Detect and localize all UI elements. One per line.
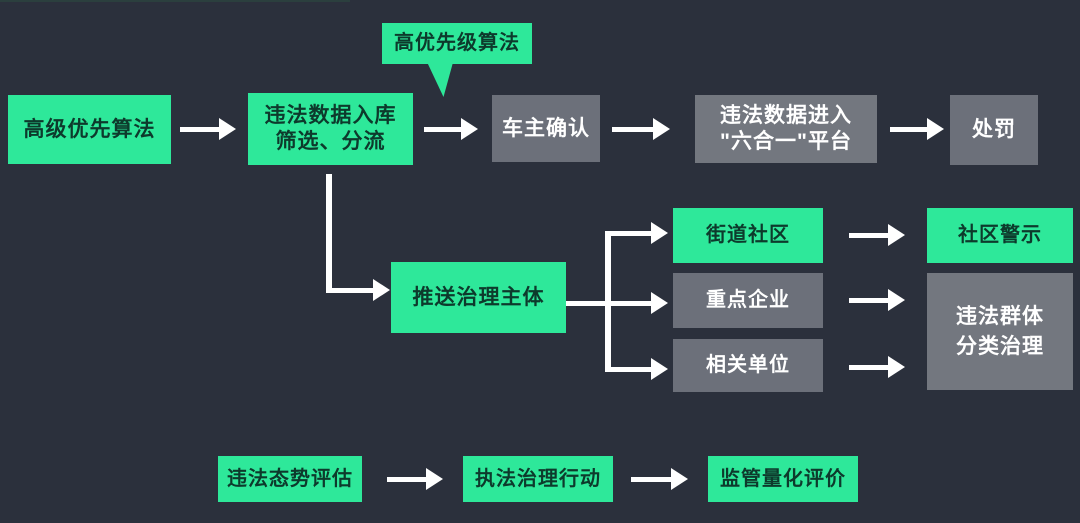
arrow-shaft bbox=[631, 476, 671, 482]
arrow-shaft bbox=[612, 126, 653, 132]
node-owner-confirm: 车主确认 bbox=[492, 95, 600, 162]
node-label-line1: 违法数据进入 bbox=[720, 104, 852, 127]
arrow-right-icon bbox=[631, 468, 688, 490]
arrow-right-icon bbox=[387, 468, 443, 490]
arrow-head bbox=[671, 468, 688, 490]
arrow-shaft bbox=[180, 126, 219, 132]
arrow-right-icon bbox=[849, 356, 905, 378]
arrow-right-icon bbox=[605, 222, 668, 244]
node-label-line2: "六合一"平台 bbox=[720, 130, 852, 153]
node-street-community: 街道社区 bbox=[673, 208, 823, 263]
arrow-shaft bbox=[326, 287, 373, 293]
arrow-head bbox=[651, 292, 668, 314]
node-advanced-algorithm: 高级优先算法 bbox=[8, 95, 171, 164]
arrow-head bbox=[888, 224, 905, 246]
callout-high-priority-algorithm: 高优先级算法 bbox=[382, 23, 532, 64]
node-enforcement-action: 执法治理行动 bbox=[463, 456, 613, 502]
node-label-line1: 违法群体 bbox=[956, 304, 1044, 328]
arrow-head bbox=[927, 118, 944, 140]
node-situation-assessment: 违法态势评估 bbox=[218, 456, 362, 502]
arrow-shaft bbox=[566, 300, 651, 306]
arrow-head bbox=[651, 222, 668, 244]
arrow-shaft bbox=[605, 366, 651, 372]
arrow-head bbox=[888, 356, 905, 378]
node-group-governance: 违法群体 分类治理 bbox=[927, 273, 1073, 390]
arrow-head bbox=[888, 289, 905, 311]
arrow-right-icon bbox=[612, 118, 670, 140]
callout-tail bbox=[427, 62, 454, 97]
node-punishment: 处罚 bbox=[950, 95, 1038, 165]
arrow-head bbox=[461, 118, 478, 140]
arrow-head bbox=[426, 468, 443, 490]
arrow-shaft bbox=[849, 232, 888, 238]
node-key-enterprises: 重点企业 bbox=[673, 273, 823, 328]
arrow-head bbox=[373, 279, 390, 301]
node-data-intake: 违法数据入库 筛选、分流 bbox=[248, 93, 413, 165]
node-community-warning: 社区警示 bbox=[927, 208, 1073, 263]
arrow-head bbox=[651, 358, 668, 380]
node-quantitative-evaluation: 监管量化评价 bbox=[708, 456, 858, 502]
arrow-right-icon bbox=[890, 118, 944, 140]
arrow-shaft bbox=[605, 230, 651, 236]
arrow-right-icon bbox=[605, 358, 668, 380]
top-edge-artifact bbox=[0, 0, 350, 2]
node-related-units: 相关单位 bbox=[673, 339, 823, 392]
arrow-right-icon bbox=[424, 118, 478, 140]
arrow-head bbox=[653, 118, 670, 140]
arrow-right-icon bbox=[566, 292, 668, 314]
arrow-right-icon bbox=[849, 289, 905, 311]
arrow-shaft bbox=[424, 126, 461, 132]
arrow-right-icon bbox=[180, 118, 236, 140]
arrow-shaft bbox=[387, 476, 426, 482]
arrow-shaft bbox=[849, 297, 888, 303]
arrow-right-icon bbox=[849, 224, 905, 246]
arrow-shaft bbox=[890, 126, 927, 132]
node-label-line2: 筛选、分流 bbox=[275, 130, 386, 153]
connector-vertical-line bbox=[326, 174, 332, 293]
node-push-governance: 推送治理主体 bbox=[391, 262, 566, 333]
arrow-right-icon bbox=[326, 279, 390, 301]
node-label-line2: 分类治理 bbox=[956, 334, 1044, 358]
arrow-head bbox=[219, 118, 236, 140]
node-label-line1: 违法数据入库 bbox=[264, 104, 397, 127]
node-platform-entry: 违法数据进入 "六合一"平台 bbox=[695, 95, 877, 163]
arrow-shaft bbox=[849, 364, 888, 370]
